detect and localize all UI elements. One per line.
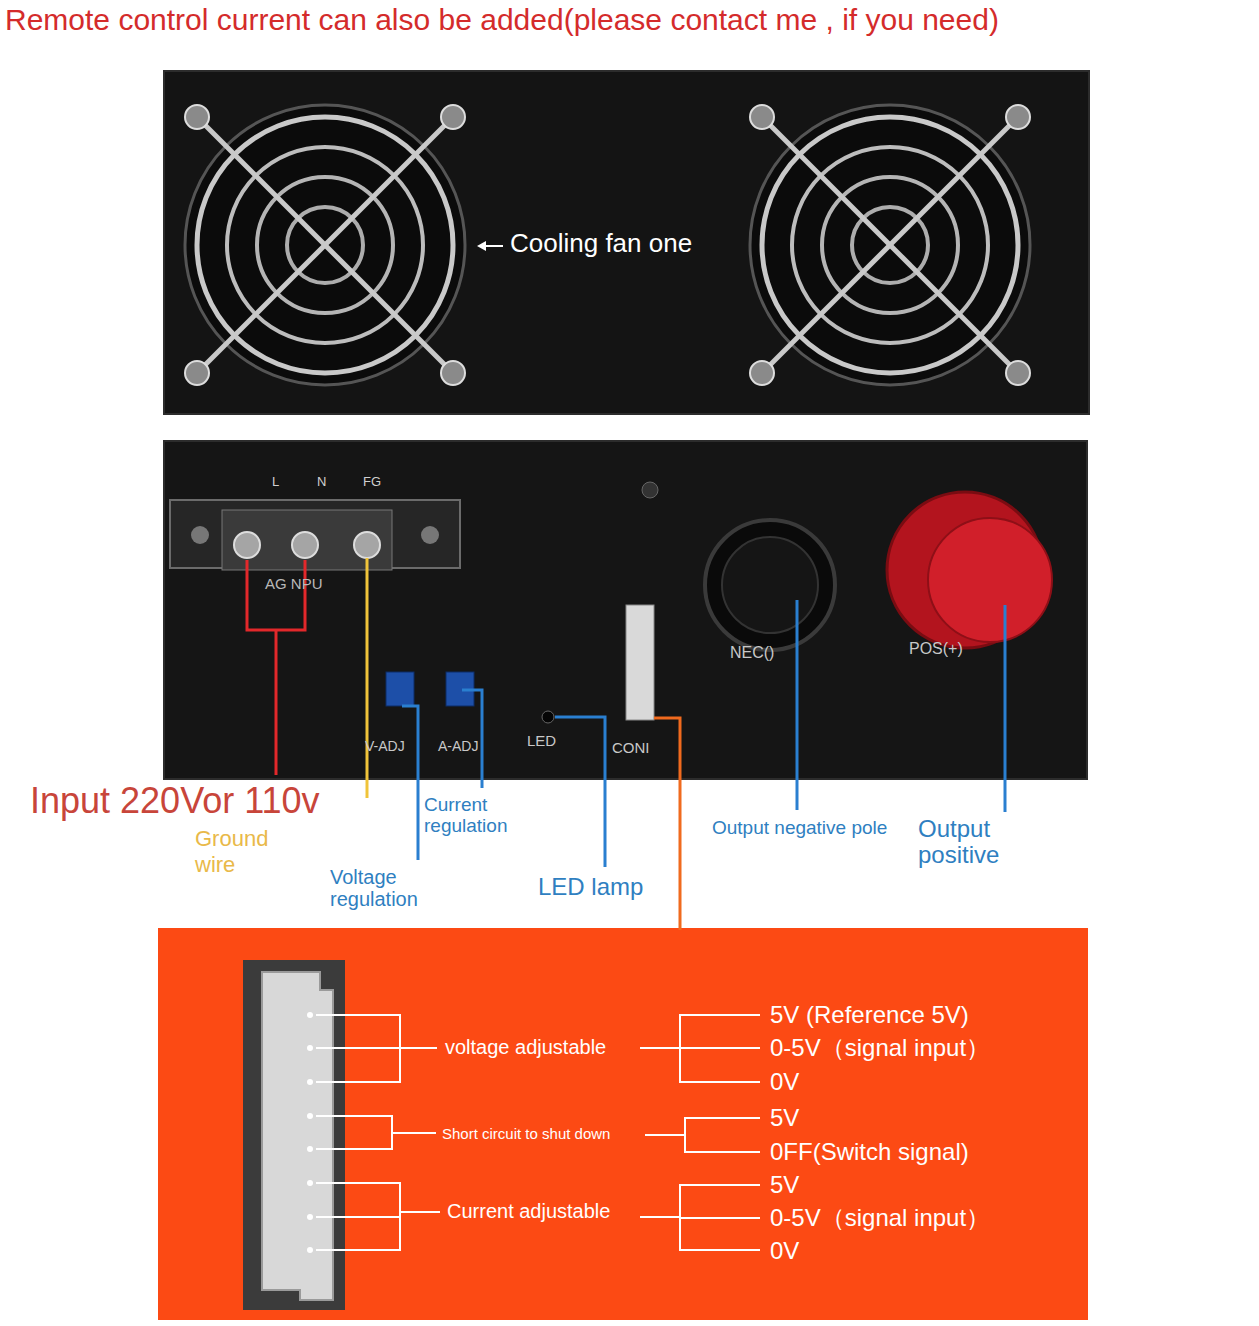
con-connector bbox=[626, 605, 654, 720]
terminal-label: FG bbox=[363, 475, 381, 490]
pin-label: 0V bbox=[770, 1068, 799, 1096]
callout-label: Voltage regulation bbox=[330, 866, 450, 910]
pin-group-label: Current adjustable bbox=[447, 1200, 610, 1223]
part-label: Cooling fan one bbox=[510, 229, 692, 259]
led-label: LED bbox=[527, 732, 556, 749]
terminal-label: NEC() bbox=[730, 644, 774, 662]
callout-label: Ground wire bbox=[195, 826, 295, 878]
pin-label: 5V bbox=[770, 1171, 799, 1199]
connector-pinout bbox=[243, 960, 345, 1310]
pin-group-label: Short circuit to shut down bbox=[442, 1125, 610, 1142]
callout-label: Output negative pole bbox=[712, 817, 887, 839]
callout-label: LED lamp bbox=[538, 873, 643, 901]
negative-terminal bbox=[705, 520, 835, 650]
callout-label: Input 220Vor 110v bbox=[30, 780, 320, 821]
adjuster-label: V-ADJ bbox=[365, 738, 405, 754]
terminal-label: AG NPU bbox=[265, 575, 323, 592]
pin-label: 0V bbox=[770, 1237, 799, 1265]
banner-note: Remote control current can also be added… bbox=[5, 3, 999, 38]
pin-label: 5V (Reference 5V) bbox=[770, 1001, 969, 1029]
connector-label: CONI bbox=[612, 739, 650, 756]
voltage-pot bbox=[386, 672, 414, 706]
terminal-label: POS(+) bbox=[909, 640, 963, 658]
adjuster-label: A-ADJ bbox=[438, 738, 478, 754]
pin-label: 0FF(Switch signal) bbox=[770, 1138, 969, 1166]
pin-label: 5V bbox=[770, 1104, 799, 1132]
pin-label: 0-5V（signal input） bbox=[770, 1204, 990, 1232]
cooling-fan bbox=[185, 105, 465, 385]
led-symbol bbox=[542, 711, 554, 723]
pin-label: 0-5V（signal input） bbox=[770, 1034, 990, 1062]
callout-label: Current regulation bbox=[424, 794, 534, 836]
cooling-fan bbox=[750, 105, 1030, 385]
pin-group-label: voltage adjustable bbox=[445, 1036, 606, 1059]
terminal-label: N bbox=[317, 475, 326, 490]
callout-label: Output positive bbox=[918, 816, 1028, 868]
terminal-label: L bbox=[272, 475, 279, 490]
